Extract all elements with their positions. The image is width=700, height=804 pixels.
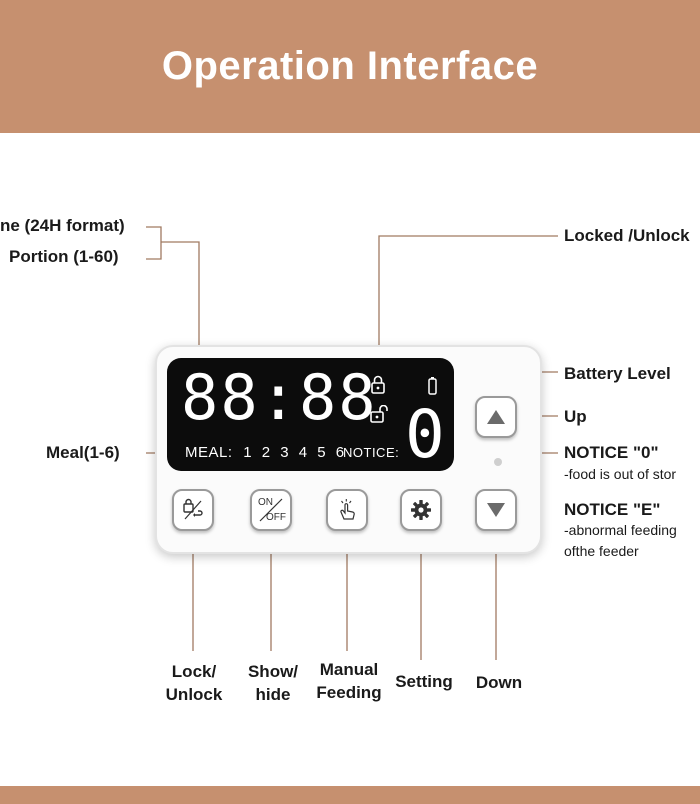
up-button[interactable]	[475, 396, 517, 438]
label-lock-line2: Unlock	[165, 685, 223, 704]
label-up: Up	[564, 407, 587, 426]
meal-number: 3	[280, 444, 290, 461]
meal-prefix: MEAL:	[185, 444, 233, 461]
hand-tap-icon	[340, 499, 355, 520]
notice-value-display: 0	[405, 396, 445, 471]
meal-row: MEAL: 1 2 3 4 5 6	[185, 444, 350, 461]
gear-icon	[411, 500, 431, 520]
label-notice-e: NOTICE "E"	[564, 500, 661, 519]
on-off-icon: ON OFF	[256, 497, 286, 523]
leader-time	[146, 226, 162, 260]
on-off-icon-on: ON	[258, 497, 273, 508]
label-notice-0: NOTICE "0"	[564, 443, 659, 462]
label-battery-level: Battery Level	[564, 364, 671, 383]
unlocked-icon	[370, 404, 392, 428]
battery-icon	[428, 377, 437, 400]
locked-icon	[370, 375, 386, 400]
meal-number: 6	[335, 444, 345, 461]
manual-feeding-button[interactable]	[326, 489, 368, 531]
label-lock-line1: Lock/	[171, 662, 217, 681]
footer-band	[0, 786, 700, 804]
header-banner: Operation Interface	[0, 0, 700, 133]
setting-button[interactable]	[400, 489, 442, 531]
label-show-hide: Show/ hide	[228, 660, 318, 706]
label-time-format: ne (24H format)	[0, 216, 125, 235]
label-meal: Meal(1-6)	[46, 443, 120, 462]
down-arrow-icon	[487, 503, 505, 517]
label-manual-line1: Manual	[319, 660, 379, 679]
leader-lock	[378, 235, 558, 370]
notice-label: NOTICE:	[343, 445, 400, 460]
meal-number: 5	[317, 444, 327, 461]
lcd-screen: 88:88 0 MEAL: 1 2 3 4 5 6 NOTICE:	[167, 358, 454, 471]
desc-notice-e-2: ofthe feeder	[564, 543, 639, 559]
meal-number: 1	[243, 444, 253, 461]
label-portion: Portion (1-60)	[9, 247, 119, 266]
meal-number: 2	[261, 444, 271, 461]
page-title: Operation Interface	[161, 44, 539, 88]
desc-notice-e-1: -abnormal feeding	[564, 522, 677, 538]
label-manual-line2: Feeding	[316, 683, 382, 702]
lock-back-icon	[183, 498, 203, 520]
label-setting-line1: Setting	[395, 672, 453, 691]
label-down-line1: Down	[475, 673, 523, 692]
label-setting: Setting	[379, 670, 469, 693]
status-led	[494, 458, 502, 466]
label-show-line2: hide	[255, 685, 291, 704]
on-off-icon-off: OFF	[266, 512, 286, 523]
down-button[interactable]	[475, 489, 517, 531]
label-locked-unlocked: Locked /Unlock	[564, 226, 690, 245]
lock-unlock-button[interactable]	[172, 489, 214, 531]
meal-number: 4	[298, 444, 308, 461]
label-lock-unlock: Lock/ Unlock	[149, 660, 239, 706]
leader-portion	[161, 241, 200, 369]
up-arrow-icon	[487, 410, 505, 424]
time-display: 88:88	[181, 361, 378, 434]
desc-notice-0: -food is out of stor	[564, 466, 677, 482]
label-manual-feeding: Manual Feeding	[304, 658, 394, 704]
show-hide-button[interactable]: ON OFF	[250, 489, 292, 531]
label-down: Down	[454, 671, 544, 694]
label-show-line1: Show/	[247, 662, 299, 681]
